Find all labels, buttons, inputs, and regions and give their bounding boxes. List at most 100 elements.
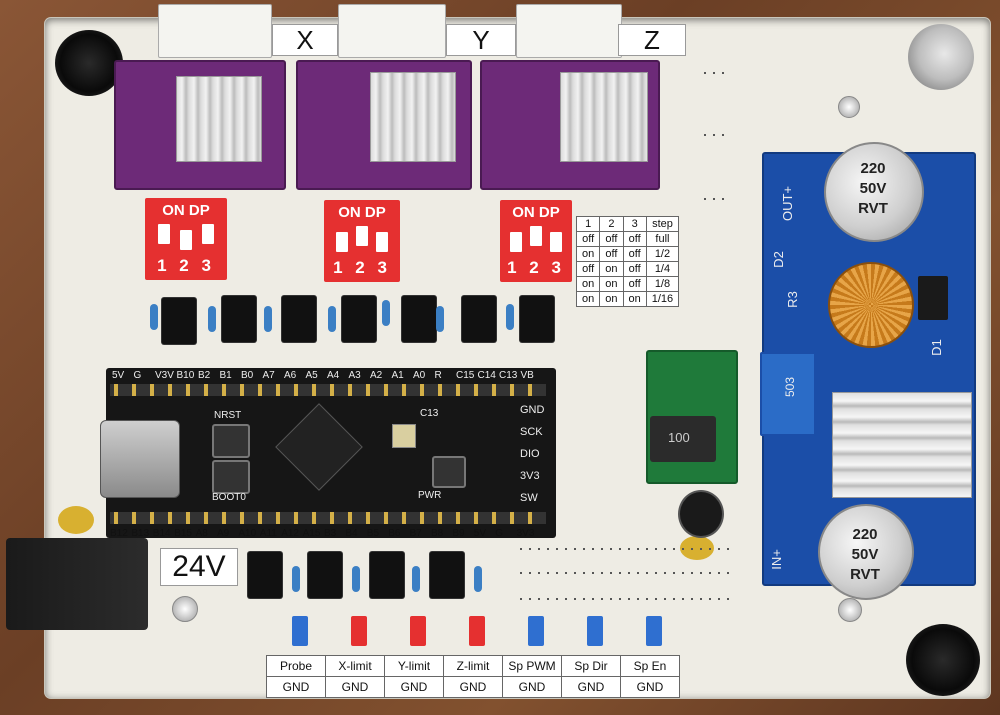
table-cell: GND bbox=[502, 676, 562, 698]
table-cell: Z-limit bbox=[443, 655, 503, 677]
mcu-pin-label: G bbox=[495, 528, 503, 539]
resistor bbox=[150, 304, 158, 330]
dip-toggle[interactable] bbox=[180, 230, 192, 250]
mcu-pin-label: A11 bbox=[259, 528, 277, 539]
mcu-pin-label: C13 bbox=[499, 370, 518, 381]
dip-toggle[interactable] bbox=[510, 232, 522, 252]
mcu-pin-label: C15 bbox=[456, 370, 475, 381]
toroid-inductor bbox=[828, 262, 914, 348]
dip-toggle[interactable] bbox=[336, 232, 348, 252]
cap-top-line2: 50V bbox=[859, 180, 887, 197]
buck-heatsink bbox=[832, 392, 972, 498]
dip-toggle[interactable] bbox=[356, 226, 368, 246]
optocoupler bbox=[402, 296, 436, 342]
table-cell: on bbox=[575, 246, 601, 262]
signal-jumper[interactable] bbox=[469, 616, 485, 646]
dip-switch-y[interactable]: ON DP 1 2 3 bbox=[324, 200, 400, 282]
resistor bbox=[436, 306, 444, 332]
mcu-pin-label: A7 bbox=[262, 370, 275, 381]
mcu-bottom-pin-header bbox=[110, 512, 546, 524]
trim-potentiometer[interactable] bbox=[760, 352, 816, 436]
dip-toggle[interactable] bbox=[376, 232, 388, 252]
table-cell: Y-limit bbox=[384, 655, 444, 677]
mcu-pin-label: V3V bbox=[155, 370, 174, 381]
mcu-pin-label: B6 bbox=[388, 528, 401, 539]
standoff-right-top bbox=[838, 96, 860, 118]
axis-label-y: Y bbox=[446, 24, 516, 56]
resistor bbox=[328, 306, 336, 332]
mcu-pin-label: A8 bbox=[195, 528, 208, 539]
signal-jumper[interactable] bbox=[646, 616, 662, 646]
table-cell: on bbox=[575, 276, 601, 292]
pwr-led-label: PWR bbox=[418, 490, 442, 501]
dip-toggle[interactable] bbox=[202, 224, 214, 244]
table-cell: off bbox=[622, 261, 647, 277]
table-header-cell: 2 bbox=[599, 216, 624, 232]
table-cell: Sp En bbox=[620, 655, 680, 677]
mcu-pin-label: A12 bbox=[281, 528, 299, 539]
dip-toggle[interactable] bbox=[158, 224, 170, 244]
resistor bbox=[292, 566, 300, 592]
mcu-pin-label: B2 bbox=[198, 370, 211, 381]
table-header-cell: 1 bbox=[575, 216, 601, 232]
nrst-button[interactable] bbox=[212, 424, 250, 458]
optocoupler bbox=[308, 552, 342, 598]
optocoupler bbox=[222, 296, 256, 342]
connector-x[interactable] bbox=[158, 4, 272, 58]
signal-jumper[interactable] bbox=[410, 616, 426, 646]
swd-pin-label: GND bbox=[520, 404, 545, 416]
mcu-pin-label: B10 bbox=[176, 370, 195, 381]
table-cell: off bbox=[599, 231, 624, 247]
mcu-pin-label: A4 bbox=[327, 370, 340, 381]
dip-switch-z[interactable]: ON DP 1 2 3 bbox=[500, 200, 572, 282]
cap-bottom-line1: 220 bbox=[852, 526, 878, 543]
table-cell: on bbox=[575, 291, 601, 307]
optocoupler bbox=[520, 296, 554, 342]
dip-switch-x[interactable]: ON DP 1 2 3 bbox=[145, 198, 227, 280]
signal-jumper[interactable] bbox=[587, 616, 603, 646]
resistor bbox=[412, 566, 420, 592]
table-row: 1 2 3 step bbox=[575, 216, 680, 232]
trace-dots bbox=[704, 134, 728, 136]
mcu-pin-label: 5V bbox=[473, 528, 487, 539]
pot-label: 503 bbox=[783, 376, 798, 398]
dip-toggle[interactable] bbox=[530, 226, 542, 246]
table-cell: GND bbox=[266, 676, 326, 698]
crystal bbox=[392, 424, 416, 448]
corner-screw-bottom-right bbox=[906, 624, 980, 696]
table-row: on on on 1/16 bbox=[575, 291, 680, 307]
connector-z[interactable] bbox=[516, 4, 622, 58]
mounting-hole-top-right bbox=[908, 24, 974, 90]
mcu-pin-label: 5V bbox=[112, 370, 125, 381]
mcu-pin-label: B0 bbox=[241, 370, 254, 381]
mcu-pin-label: A9 bbox=[217, 528, 230, 539]
inductor-label: 100 bbox=[668, 430, 690, 445]
table-cell: Probe bbox=[266, 655, 326, 677]
dip-toggle[interactable] bbox=[550, 232, 562, 252]
user-button[interactable] bbox=[432, 456, 466, 488]
mcu-pin-label: VB bbox=[520, 370, 534, 381]
table-cell: 1/8 bbox=[645, 276, 680, 292]
swd-pin-label: SCK bbox=[520, 426, 543, 438]
connector-y[interactable] bbox=[338, 4, 446, 58]
axis-label-x: X bbox=[272, 24, 338, 56]
signal-jumper[interactable] bbox=[351, 616, 367, 646]
resistor bbox=[264, 306, 272, 332]
signal-jumper[interactable] bbox=[528, 616, 544, 646]
mcu-pin-label: A1 bbox=[391, 370, 404, 381]
table-cell: on bbox=[622, 291, 647, 307]
table-cell: off bbox=[599, 246, 624, 262]
table-cell: on bbox=[599, 291, 624, 307]
table-cell: GND bbox=[620, 676, 680, 698]
table-header-cell: 3 bbox=[622, 216, 647, 232]
boot0-button[interactable] bbox=[212, 460, 250, 494]
mcu-pin-label: B15 bbox=[174, 528, 192, 539]
mcu-pin-label: A0 bbox=[413, 370, 426, 381]
mcu-pin-label: B13 bbox=[131, 528, 150, 539]
dc-power-jack[interactable] bbox=[6, 538, 148, 630]
swd-pin-label: 3V3 bbox=[520, 470, 540, 482]
standoff-left-bottom bbox=[172, 596, 198, 622]
signal-jumper[interactable] bbox=[292, 616, 308, 646]
table-header-cell: step bbox=[645, 216, 680, 232]
usb-c-port[interactable] bbox=[100, 420, 180, 498]
